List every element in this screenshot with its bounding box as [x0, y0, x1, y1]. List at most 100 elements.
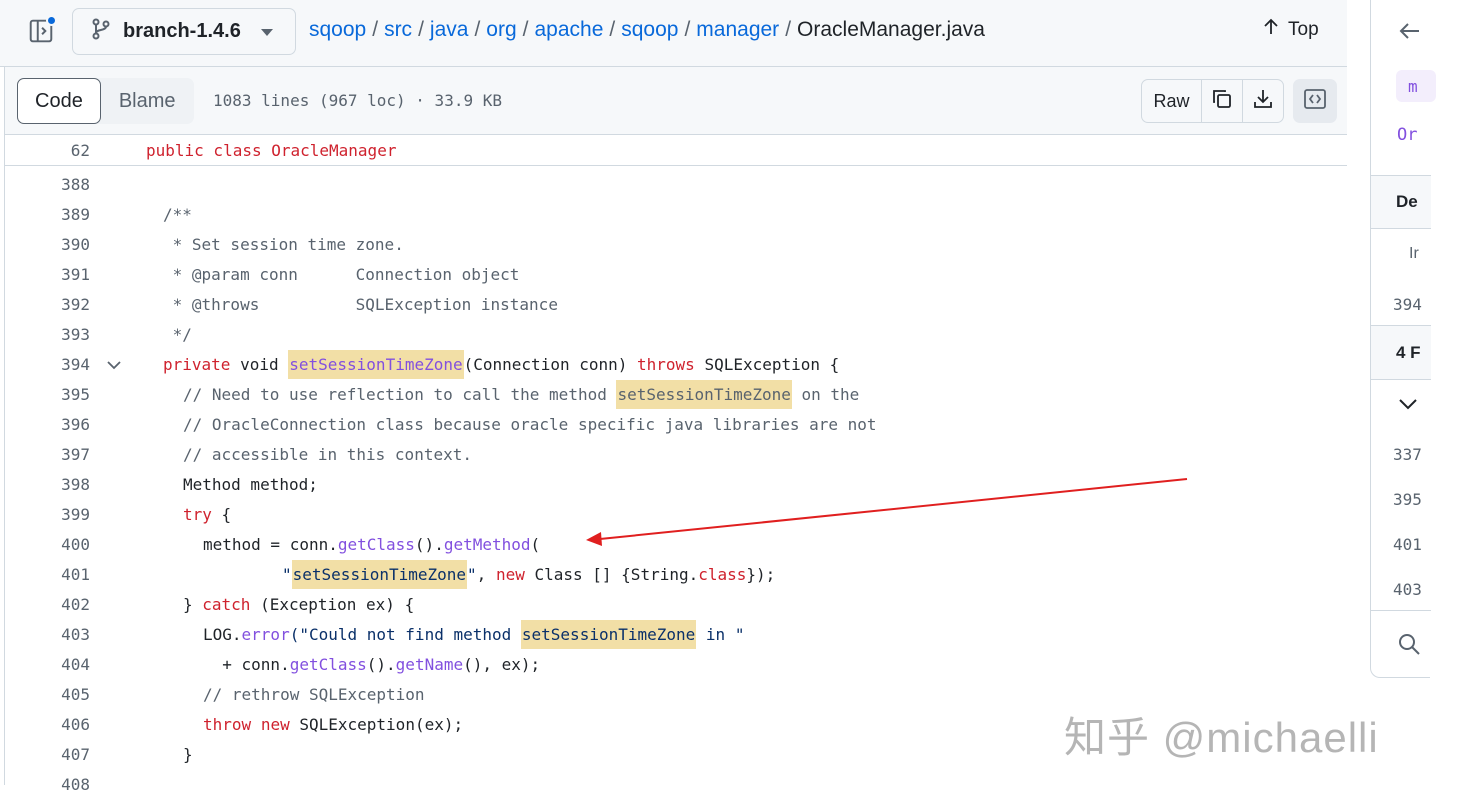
code-text: } catch (Exception ex) {	[183, 595, 415, 614]
breadcrumb-link[interactable]: manager	[696, 18, 780, 41]
current-file-name: OracleManager.java	[797, 18, 985, 41]
line-number[interactable]: 390	[61, 235, 90, 254]
symbol-link[interactable]: Or	[1397, 125, 1418, 145]
code-line: 403 LOG.error("Could not find method setS…	[5, 619, 1347, 649]
code-line: 407}	[5, 739, 1347, 769]
code-text: // accessible in this context.	[183, 445, 472, 464]
line-number[interactable]: 398	[61, 475, 90, 494]
code-line: 408	[5, 769, 1347, 799]
symbols-panel-button[interactable]	[1293, 79, 1337, 123]
code-text: private void setSessionTimeZone(Connecti…	[163, 350, 839, 379]
code-line: 388	[5, 169, 1347, 199]
code-text: // OracleConnection class because oracle…	[183, 415, 877, 434]
raw-button[interactable]: Raw	[1153, 90, 1190, 111]
divider	[1371, 610, 1431, 611]
reference-line[interactable]: 401	[1393, 535, 1422, 554]
code-text: /**	[163, 205, 192, 224]
arrow-up-icon	[1262, 18, 1280, 42]
code-line: 390 * Set session time zone.	[5, 229, 1347, 259]
breadcrumb-link[interactable]: sqoop	[621, 18, 679, 41]
code-line: 401 "setSessionTimeZone", new Class [] {S…	[5, 559, 1347, 589]
breadcrumb-link[interactable]: apache	[534, 18, 604, 41]
code-line: 397 // accessible in this context.	[5, 439, 1347, 469]
chevron-down-icon[interactable]	[106, 357, 122, 376]
download-icon	[1252, 88, 1274, 115]
breadcrumb-link[interactable]: org	[486, 18, 517, 41]
arrow-left-icon[interactable]	[1397, 20, 1457, 47]
branch-selector-button[interactable]: branch-1.4.6	[72, 8, 296, 55]
code-line: 396 // OracleConnection class because ora…	[5, 409, 1347, 439]
line-number[interactable]: 392	[61, 295, 90, 314]
references-section-title: 4 F	[1396, 343, 1421, 362]
code-text: Method method;	[183, 475, 318, 494]
tab-code[interactable]: Code	[17, 78, 101, 124]
code-text: + conn.getClass().getName(), ex);	[203, 655, 541, 674]
sticky-scope-line[interactable]: 62 public class OracleManager	[5, 135, 1347, 166]
code-line: 392 * @throws SQLException instance	[5, 289, 1347, 319]
code-line: 394 private void setSessionTimeZone(Conn…	[5, 349, 1347, 379]
line-number[interactable]: 389	[61, 205, 90, 224]
line-number[interactable]: 400	[61, 535, 90, 554]
references-section[interactable]: 4 F	[1371, 325, 1431, 380]
line-number[interactable]: 393	[61, 325, 90, 344]
download-button[interactable]	[1242, 80, 1283, 122]
reference-line[interactable]: 337	[1393, 445, 1422, 464]
line-number: 62	[70, 141, 90, 160]
line-number[interactable]: 399	[61, 505, 90, 524]
code-line: 400 method = conn.getClass().getMethod(	[5, 529, 1347, 559]
top-link[interactable]: Top	[1262, 18, 1319, 42]
watermark: 知乎 @michaelli	[1064, 714, 1379, 761]
sidebar-expand-icon[interactable]	[26, 15, 57, 46]
code-text: // rethrow SQLException	[203, 685, 425, 704]
code-symbols-icon	[1303, 88, 1327, 115]
code-text: public class OracleManager	[146, 141, 396, 160]
code-line: 405 // rethrow SQLException	[5, 679, 1347, 709]
line-number[interactable]: 396	[61, 415, 90, 434]
breadcrumb-link[interactable]: sqoop	[309, 18, 367, 41]
line-number[interactable]: 406	[61, 715, 90, 734]
file-header: Code Blame 1083 lines (967 loc) · 33.9 K…	[4, 67, 1347, 135]
top-label: Top	[1288, 19, 1319, 40]
definition-line[interactable]: 394	[1393, 295, 1422, 314]
line-number[interactable]: 401	[61, 565, 90, 584]
code-text: */	[163, 325, 192, 344]
chevron-down-icon[interactable]	[1397, 396, 1457, 417]
line-number[interactable]: 394	[61, 355, 90, 374]
code-view: 62 public class OracleManager 388 389 /**…	[4, 135, 1347, 794]
notification-dot	[46, 15, 57, 26]
tab-blame[interactable]: Blame	[118, 89, 176, 112]
line-number[interactable]: 404	[61, 655, 90, 674]
code-line: 391 * @param conn Connection object	[5, 259, 1347, 289]
code-line: 389 /**	[5, 199, 1347, 229]
code-text: * @throws SQLException instance	[163, 295, 558, 314]
line-number[interactable]: 397	[61, 445, 90, 464]
line-number[interactable]: 391	[61, 265, 90, 284]
code-text: method = conn.getClass().getMethod(	[203, 535, 541, 554]
reference-line[interactable]: 395	[1393, 490, 1422, 509]
copy-button[interactable]	[1201, 80, 1242, 122]
code-text: LOG.error("Could not find method setSess…	[203, 620, 744, 649]
code-text: "setSessionTimeZone", new Class [] {Stri…	[282, 560, 775, 589]
line-number[interactable]: 402	[61, 595, 90, 614]
line-number[interactable]: 403	[61, 625, 90, 644]
line-number[interactable]: 395	[61, 385, 90, 404]
view-toggle: Code Blame	[17, 78, 194, 124]
code-text: throw new SQLException(ex);	[203, 715, 464, 734]
line-number[interactable]: 408	[61, 775, 90, 794]
top-bar: branch-1.4.6 sqoop/src/java/org/apache/s…	[0, 0, 1347, 67]
breadcrumb-link[interactable]: src	[384, 18, 413, 41]
breadcrumb-link[interactable]: java	[429, 18, 469, 41]
line-number[interactable]: 405	[61, 685, 90, 704]
breadcrumb: sqoop/src/java/org/apache/sqoop/manager/…	[309, 18, 985, 41]
reference-line[interactable]: 403	[1393, 580, 1422, 599]
line-number[interactable]: 407	[61, 745, 90, 764]
copy-icon	[1211, 88, 1233, 115]
definition-section[interactable]: De	[1371, 175, 1431, 229]
code-line: 404 + conn.getClass().getName(), ex);	[5, 649, 1347, 679]
search-icon[interactable]	[1397, 632, 1457, 661]
git-branch-icon	[91, 18, 111, 45]
code-text: * @param conn Connection object	[163, 265, 520, 284]
line-number[interactable]: 388	[61, 175, 90, 194]
file-info: 1083 lines (967 loc) · 33.9 KB	[213, 91, 502, 110]
